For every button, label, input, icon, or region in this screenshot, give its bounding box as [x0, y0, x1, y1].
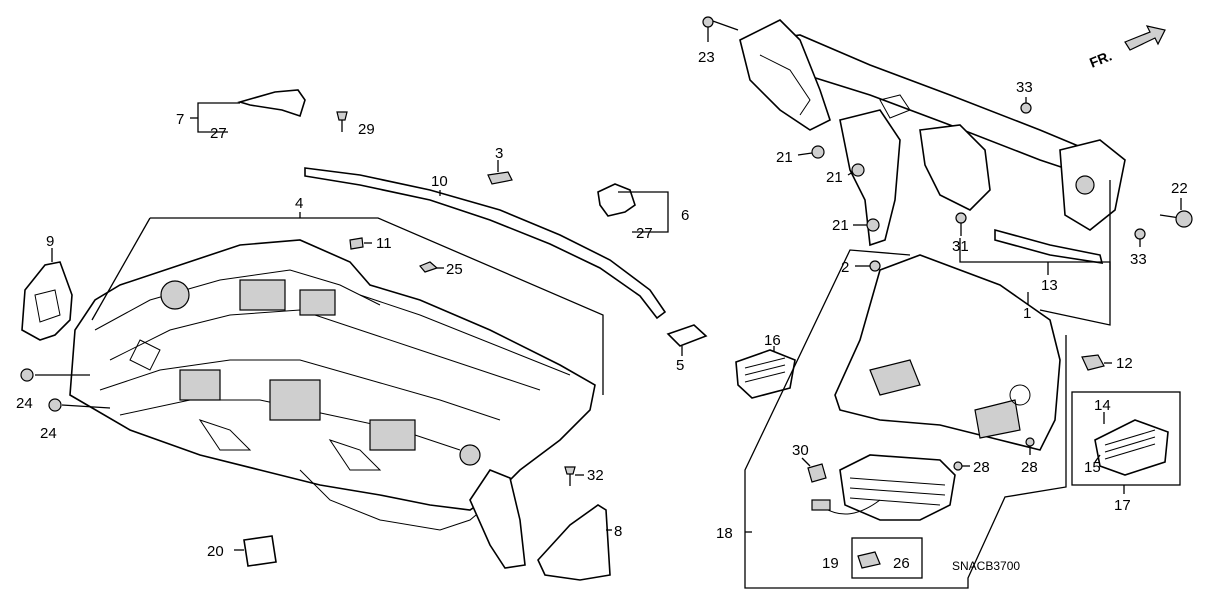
nut-part-12 [1081, 354, 1105, 371]
corner-trim-part-8 [537, 504, 611, 581]
bolt-part-22 [1159, 210, 1193, 228]
label-4: 4 [295, 195, 303, 212]
connector-part-30 [807, 463, 827, 483]
side-cover-part-9 [21, 261, 73, 341]
clip-part-28-left [953, 461, 963, 471]
dashboard-side-trim [469, 469, 526, 569]
bolt-part-21-top [811, 145, 825, 159]
label-18: 18 [716, 525, 733, 542]
label-12: 12 [1116, 355, 1133, 372]
screw-part-32 [564, 466, 576, 486]
label-27a: 27 [210, 125, 227, 142]
support-bar-part-13 [994, 228, 1104, 264]
dashboard-panel [69, 239, 596, 511]
airbag-module [811, 454, 956, 521]
label-16: 16 [764, 332, 781, 349]
label-30: 30 [792, 442, 809, 459]
bolt-part-21-low [866, 218, 880, 232]
label-33a: 33 [1016, 79, 1033, 96]
label-28a: 28 [973, 459, 990, 476]
label-28b: 28 [1021, 459, 1038, 476]
side-trim-part-7 [237, 89, 306, 118]
screw-part-29 [336, 111, 348, 132]
steering-hanger-beam [739, 19, 1126, 247]
clip-part-33-top [1020, 102, 1032, 114]
label-25: 25 [446, 261, 463, 278]
lower-cover-knob [1009, 384, 1031, 406]
clip-part-3 [487, 171, 513, 185]
diagram-code: SNACB3700 [952, 559, 1020, 573]
air-vent-part-17 [1094, 419, 1169, 476]
label-23: 23 [698, 49, 715, 66]
label-22: 22 [1171, 180, 1188, 197]
label-part-20 [243, 535, 277, 567]
front-direction-arrow: FR. [1087, 25, 1166, 71]
lower-cover-opening-1 [869, 359, 921, 396]
front-direction-label: FR. [1087, 47, 1114, 70]
part-number-labels: 3 10 4 7 27 29 27 6 9 11 25 5 24 24 32 8… [16, 49, 1188, 573]
label-9: 9 [46, 233, 54, 250]
label-8: 8 [614, 523, 622, 540]
clip-part-25 [419, 261, 439, 273]
clip-part-24 [20, 368, 62, 412]
label-33b: 33 [1130, 251, 1147, 268]
bolt-part-2 [869, 260, 881, 272]
label-24b: 24 [40, 425, 57, 442]
label-2: 2 [841, 259, 849, 276]
label-24a: 24 [16, 395, 33, 412]
label-3: 3 [495, 145, 503, 162]
label-31: 31 [952, 238, 969, 255]
label-32: 32 [587, 467, 604, 484]
defroster-strip [304, 167, 667, 320]
clip-part-11 [349, 237, 364, 250]
nut-part-31 [955, 212, 967, 224]
clip-part-28-right [1025, 437, 1035, 447]
label-1: 1 [1023, 305, 1031, 322]
clip-part-33-right [1134, 228, 1146, 240]
label-11: 11 [376, 235, 392, 252]
label-21a: 21 [776, 149, 793, 166]
bolt-part-21-mid [851, 163, 865, 177]
lower-cover-opening-2 [974, 399, 1021, 439]
air-vent-part-16 [735, 349, 796, 399]
label-26: 26 [893, 555, 910, 572]
trim-part-6 [597, 183, 636, 217]
label-21c: 21 [832, 217, 849, 234]
label-14: 14 [1094, 397, 1111, 414]
label-6: 6 [681, 207, 689, 224]
label-5: 5 [676, 357, 684, 374]
label-20: 20 [207, 543, 224, 560]
clip-part-19 [857, 551, 881, 569]
leader-lines [35, 27, 1182, 589]
label-27b: 27 [636, 225, 653, 242]
label-29: 29 [358, 121, 375, 138]
label-19: 19 [822, 555, 839, 572]
label-13: 13 [1041, 277, 1058, 294]
label-17: 17 [1114, 497, 1131, 514]
lower-cover-part-1 [834, 254, 1061, 451]
label-10: 10 [431, 173, 448, 190]
label-15: 15 [1084, 459, 1101, 476]
label-7: 7 [176, 111, 184, 128]
pad-part-5 [666, 324, 708, 347]
label-21b: 21 [826, 169, 843, 186]
dashboard-lower-panel [299, 469, 501, 531]
